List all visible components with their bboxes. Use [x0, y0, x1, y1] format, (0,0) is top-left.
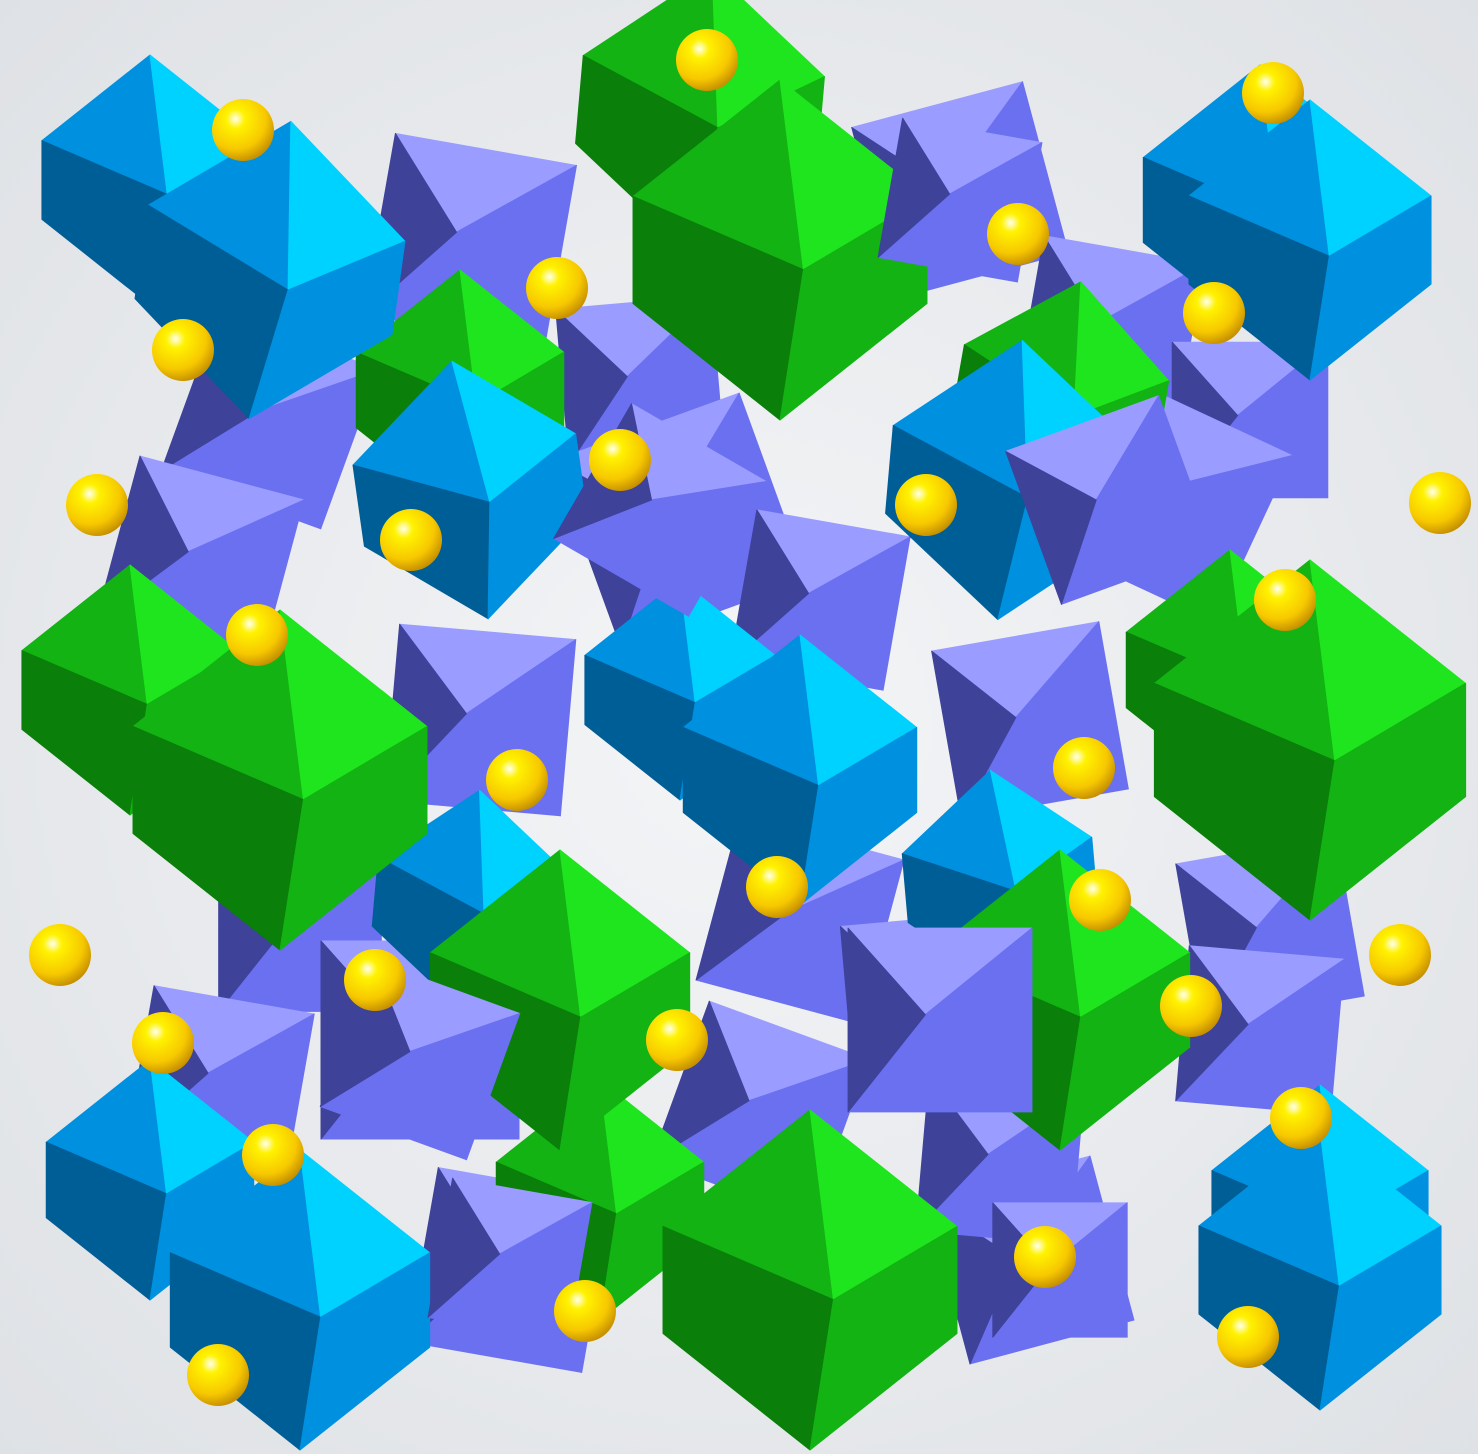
- atom-sphere-10: [589, 429, 651, 491]
- atom-sphere-27: [187, 1344, 249, 1406]
- front-layer: [132, 79, 1467, 1451]
- atom-sphere-23: [1270, 1087, 1332, 1149]
- violet-tetrahedron-203: [1005, 395, 1215, 605]
- atom-sphere-18: [29, 924, 91, 986]
- atom-sphere-28: [1217, 1306, 1279, 1368]
- octahedron-face: [1309, 195, 1432, 381]
- tetrahedron-face: [650, 1000, 750, 1162]
- green-octahedron-110: [662, 1109, 958, 1451]
- tetrahedron-face: [729, 509, 810, 664]
- atom-sphere-24: [242, 1124, 304, 1186]
- atom-sphere-6: [1183, 282, 1245, 344]
- tetrahedron-face: [915, 1075, 989, 1232]
- tetrahedron-face: [847, 927, 926, 1113]
- atom-sphere-17: [746, 856, 808, 918]
- octahedron-face: [299, 1252, 431, 1451]
- atom-sphere-20: [132, 1012, 194, 1074]
- violet-tetrahedron-200: [553, 403, 767, 617]
- violet-tetrahedron-201: [847, 927, 1033, 1113]
- atom-sphere-1: [212, 99, 274, 161]
- tetrahedron-face: [427, 1177, 501, 1318]
- atom-sphere-16: [1053, 737, 1115, 799]
- atom-layer: [29, 29, 1471, 1406]
- cyan-octahedron-111: [169, 1149, 431, 1451]
- atom-sphere-21: [646, 1009, 708, 1071]
- tetrahedron-face: [1005, 450, 1097, 605]
- cyan-octahedron-102: [1188, 99, 1432, 381]
- atom-sphere-4: [526, 257, 588, 319]
- atom-sphere-8: [66, 474, 128, 536]
- violet-tetrahedron-206: [877, 117, 1043, 283]
- green-octahedron-106: [132, 609, 428, 951]
- green-octahedron-107: [1153, 559, 1467, 921]
- octahedron-face: [279, 726, 428, 951]
- atom-sphere-29: [344, 949, 406, 1011]
- tetrahedron-face: [931, 650, 1017, 819]
- atom-sphere-12: [1409, 472, 1471, 534]
- atom-sphere-2: [676, 29, 738, 91]
- atom-sphere-9: [380, 509, 442, 571]
- atom-sphere-5: [987, 203, 1049, 265]
- octahedron-face: [1319, 1225, 1442, 1411]
- atom-sphere-30: [1069, 869, 1131, 931]
- octahedron-face: [799, 727, 918, 906]
- atom-sphere-15: [486, 749, 548, 811]
- cyan-octahedron-100: [134, 120, 406, 420]
- atom-sphere-26: [554, 1280, 616, 1342]
- cyan-octahedron-103: [352, 360, 588, 620]
- atom-sphere-7: [152, 319, 214, 381]
- atom-sphere-22: [1160, 975, 1222, 1037]
- octahedron-face: [809, 1226, 958, 1451]
- atom-sphere-3: [1242, 62, 1304, 124]
- atom-sphere-19: [1369, 924, 1431, 986]
- octahedron-face: [1309, 682, 1467, 921]
- octahedron-face: [248, 240, 406, 420]
- atom-sphere-25: [1014, 1226, 1076, 1288]
- tetrahedron-face: [877, 117, 951, 258]
- violet-tetrahedron-204: [427, 1177, 593, 1343]
- atom-sphere-13: [226, 604, 288, 666]
- octahedron-face: [1059, 952, 1191, 1151]
- atom-sphere-14: [1254, 569, 1316, 631]
- atom-sphere-11: [895, 474, 957, 536]
